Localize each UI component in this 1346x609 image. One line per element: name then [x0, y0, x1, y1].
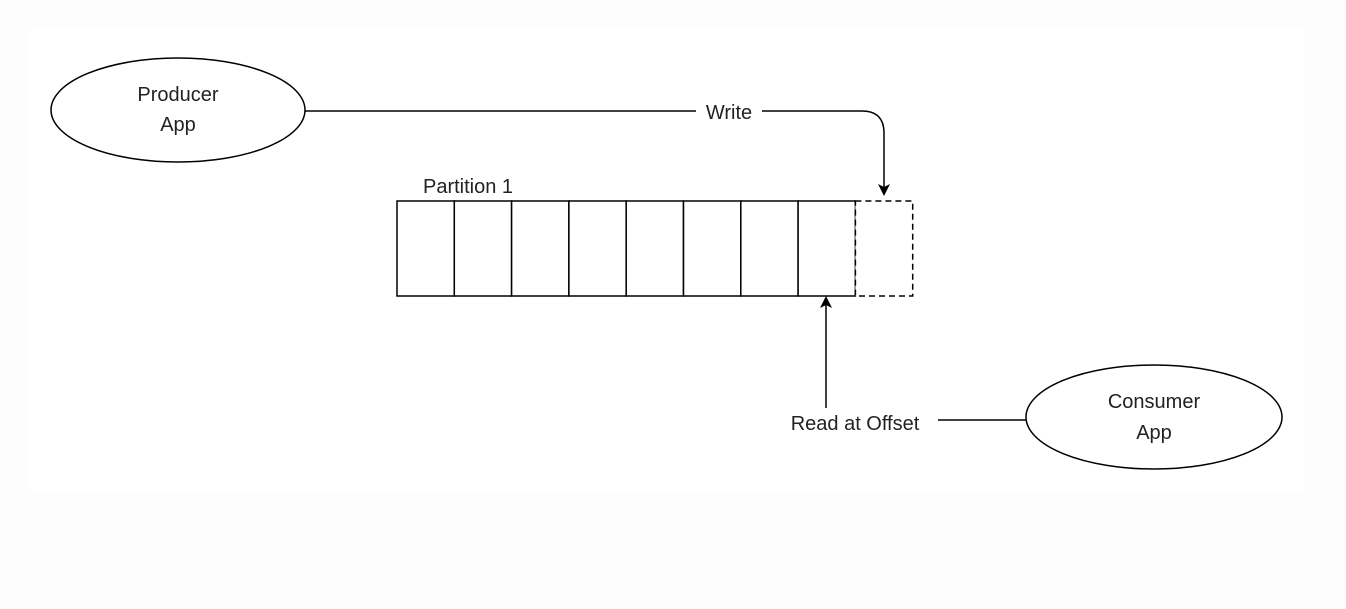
- partition-cell[interactable]: [625, 200, 685, 297]
- read-edge[interactable]: Read at Offset: [772, 296, 1028, 435]
- read-arrow: [820, 296, 1028, 421]
- partition-cell[interactable]: [510, 200, 570, 297]
- producer-label-line2: App: [160, 114, 196, 136]
- write-edge[interactable]: Write: [305, 100, 890, 196]
- partition-cell[interactable]: [740, 200, 799, 297]
- producer-label-line1: Producer: [137, 84, 218, 106]
- write-arrow: [305, 110, 890, 196]
- partition-next-cell-dashed[interactable]: [854, 200, 914, 297]
- partition-cell[interactable]: [568, 200, 627, 297]
- partition-label: Partition 1: [423, 176, 513, 198]
- producer-ellipse: [50, 57, 306, 163]
- consumer-ellipse: [1025, 364, 1283, 470]
- read-label: Read at Offset: [791, 413, 920, 435]
- partition-cell[interactable]: [396, 200, 456, 297]
- partition-cell[interactable]: [797, 200, 857, 297]
- producer-app-node[interactable]: Producer App: [50, 57, 306, 163]
- consumer-label-line2: App: [1136, 422, 1172, 444]
- partition-log: [396, 200, 914, 297]
- partition-cell[interactable]: [453, 200, 513, 297]
- consumer-app-node[interactable]: Consumer App: [1025, 364, 1283, 470]
- write-label-background: [696, 100, 762, 124]
- write-label: Write: [706, 102, 752, 124]
- partition-cell[interactable]: [682, 200, 742, 297]
- read-label-background: [772, 408, 938, 434]
- consumer-label-line1: Consumer: [1108, 391, 1201, 413]
